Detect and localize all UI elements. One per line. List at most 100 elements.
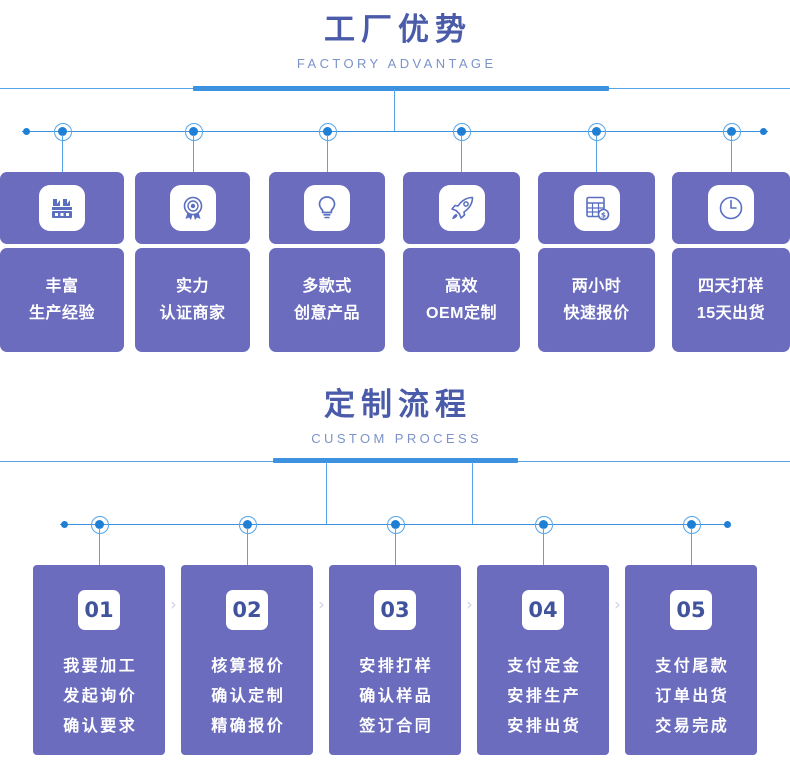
process-rail-end-right	[723, 520, 731, 528]
svg-text:$: $	[600, 211, 605, 220]
section2-title-en: CUSTOM PROCESS	[311, 431, 483, 446]
process-card-3[interactable]: 03 安排打样 确认样品 签订合同	[329, 565, 461, 755]
process-line2-3: 确认样品	[359, 688, 434, 705]
advantage-icon-panel-6	[672, 172, 790, 244]
process-node-1	[91, 516, 109, 534]
section2-title-cn: 定制流程	[324, 387, 472, 422]
process-line3-2: 精确报价	[211, 718, 286, 735]
advantage-stem-3	[327, 135, 328, 173]
process-stem-5	[691, 528, 692, 565]
advantage-icon-panel-2	[135, 172, 250, 244]
process-rail-thick	[273, 458, 518, 463]
advantage-line1-3: 多款式	[302, 278, 352, 295]
advantage-icon-panel-3	[269, 172, 385, 244]
process-line1-3: 安排打样	[359, 658, 434, 675]
process-lines-3: 安排打样 确认样品 签订合同	[357, 652, 434, 742]
advantage-rail-thick	[193, 86, 609, 91]
process-drop-left	[326, 462, 327, 524]
process-stem-4	[543, 528, 544, 565]
process-line2-4: 安排生产	[507, 688, 582, 705]
process-line1-4: 支付定金	[507, 658, 582, 675]
factory-icon	[39, 185, 85, 231]
process-chevron-4: ›	[614, 595, 621, 615]
rocket-icon	[438, 185, 485, 231]
advantage-node-4	[453, 123, 471, 141]
page-title-en: FACTORY ADVANTAGE	[296, 56, 497, 71]
advantage-line2-6: 15天出货	[696, 305, 766, 322]
process-line1-2: 核算报价	[211, 658, 286, 675]
process-node-5	[683, 516, 701, 534]
advantage-card-5[interactable]: $ 两小时 快速报价	[538, 172, 655, 352]
advantage-card-1[interactable]: 丰富 生产经验	[0, 172, 124, 352]
advantage-icon-panel-5: $	[538, 172, 655, 244]
advantage-node-rail	[22, 131, 768, 132]
page-title-cn: 工厂优势	[324, 12, 472, 47]
process-lines-4: 支付定金 安排生产 安排出货	[505, 652, 582, 742]
advantage-stem-1	[62, 135, 63, 173]
advantage-rail-end-right	[759, 127, 767, 135]
process-lines-2: 核算报价 确认定制 精确报价	[209, 652, 286, 742]
advantage-line1-6: 四天打样	[697, 278, 764, 295]
advantage-card-3[interactable]: 多款式 创意产品	[269, 172, 385, 352]
advantage-line2-5: 快速报价	[563, 305, 630, 322]
process-card-2[interactable]: 02 核算报价 确认定制 精确报价	[181, 565, 313, 755]
process-card-1[interactable]: 01 我要加工 发起询价 确认要求	[33, 565, 165, 755]
advantage-text-panel-6: 四天打样 15天出货	[672, 248, 790, 352]
process-rail-end-left	[60, 520, 68, 528]
advantage-center-drop	[394, 89, 395, 131]
advantage-stem-4	[461, 135, 462, 173]
process-line1-5: 支付尾款	[655, 658, 730, 675]
process-stem-1	[99, 528, 100, 565]
factory-advantage-header: 工厂优势 FACTORY ADVANTAGE	[0, 10, 790, 75]
advantage-text-panel-5: 两小时 快速报价	[538, 248, 655, 352]
advantage-node-1	[54, 123, 72, 141]
process-node-3	[387, 516, 405, 534]
process-line2-1: 发起询价	[63, 688, 138, 705]
process-number-2: 02	[232, 598, 262, 622]
advantage-rail-end-left	[22, 127, 30, 135]
advantage-line1-5: 两小时	[571, 278, 622, 295]
process-card-4[interactable]: 04 支付定金 安排生产 安排出货	[477, 565, 609, 755]
advantage-line1-2: 实力	[175, 278, 209, 295]
advantage-stem-6	[731, 135, 732, 173]
process-number-5: 05	[676, 598, 706, 622]
process-lines-5: 支付尾款 订单出货 交易完成	[653, 652, 730, 742]
advantage-card-6[interactable]: 四天打样 15天出货	[672, 172, 790, 352]
process-card-5[interactable]: 05 支付尾款 订单出货 交易完成	[625, 565, 757, 755]
advantage-card-4[interactable]: 高效 OEM定制	[403, 172, 520, 352]
advantage-card-2[interactable]: 实力 认证商家	[135, 172, 250, 352]
calculator-icon: $	[573, 185, 620, 231]
process-line3-4: 安排出货	[507, 718, 582, 735]
process-number-badge-4: 04	[522, 590, 564, 630]
process-number-3: 03	[380, 598, 410, 622]
process-line2-5: 订单出货	[655, 688, 730, 705]
advantage-text-panel-4: 高效 OEM定制	[403, 248, 520, 352]
process-number-4: 04	[528, 598, 558, 622]
process-node-4	[535, 516, 553, 534]
advantage-text-panel-3: 多款式 创意产品	[269, 248, 385, 352]
lightbulb-icon	[304, 185, 350, 231]
advantage-text-panel-1: 丰富 生产经验	[0, 248, 124, 352]
advantage-node-6	[723, 123, 741, 141]
process-number-badge-1: 01	[78, 590, 120, 630]
advantage-icon-panel-4	[403, 172, 520, 244]
process-line1-1: 我要加工	[63, 658, 138, 675]
advantage-text-panel-2: 实力 认证商家	[135, 248, 250, 352]
advantage-node-2	[185, 123, 203, 141]
clock-icon	[708, 185, 754, 231]
advantage-node-5	[588, 123, 606, 141]
advantage-stem-2	[193, 135, 194, 173]
advantage-icon-panel-1	[0, 172, 124, 244]
advantage-line2-4: OEM定制	[426, 305, 497, 322]
process-line3-5: 交易完成	[655, 718, 730, 735]
process-line2-2: 确认定制	[211, 688, 286, 705]
process-chevron-3: ›	[466, 595, 473, 615]
process-chevron-2: ›	[318, 595, 325, 615]
process-line3-3: 签订合同	[359, 718, 434, 735]
advantage-stem-5	[596, 135, 597, 173]
process-stem-2	[247, 528, 248, 565]
advantage-node-3	[319, 123, 337, 141]
advantage-line1-1: 丰富	[45, 278, 79, 295]
process-line3-1: 确认要求	[63, 718, 138, 735]
advantage-line2-1: 生产经验	[28, 305, 95, 322]
